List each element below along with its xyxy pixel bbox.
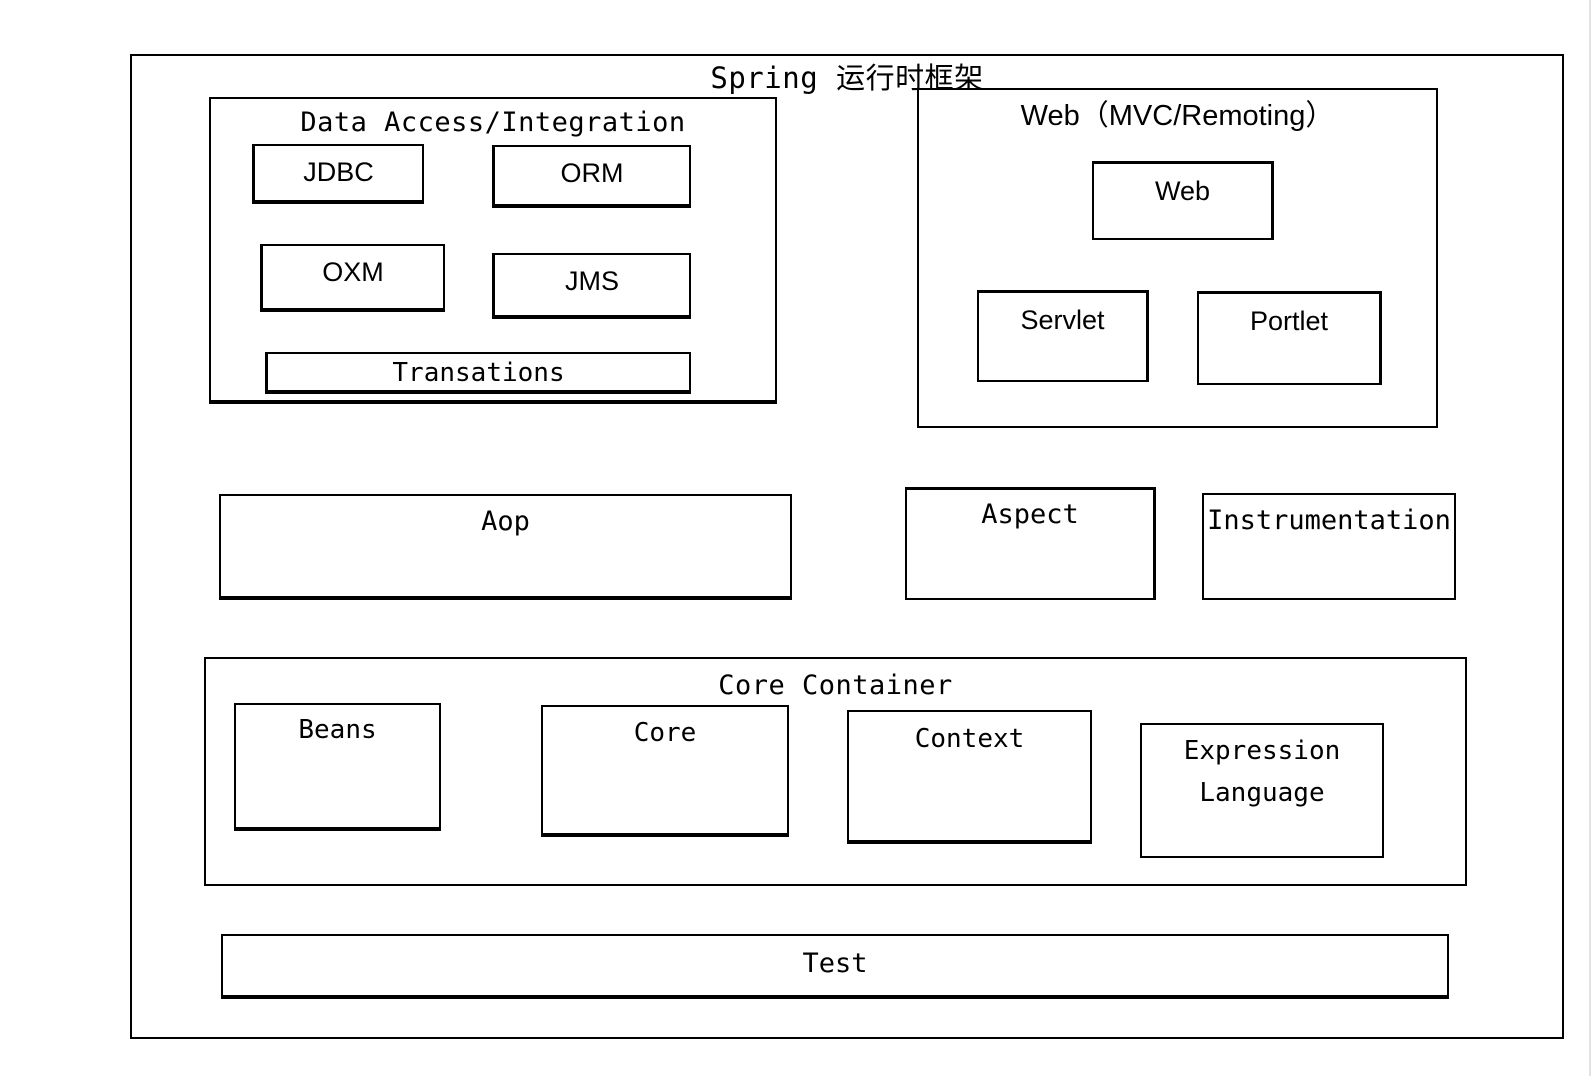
module-test[interactable]: Test xyxy=(221,934,1449,999)
module-aop[interactable]: Aop xyxy=(219,494,792,600)
module-instrumentation[interactable]: Instrumentation xyxy=(1202,493,1456,600)
module-test-label: Test xyxy=(802,948,868,979)
module-jms-label: JMS xyxy=(565,266,619,296)
module-context[interactable]: Context xyxy=(847,710,1092,844)
module-expression-language-label-line1: Expression xyxy=(1183,736,1341,766)
module-portlet[interactable]: Portlet xyxy=(1197,291,1382,385)
module-oxm[interactable]: OXM xyxy=(260,244,445,312)
module-beans[interactable]: Beans xyxy=(234,703,441,831)
module-servlet-label: Servlet xyxy=(1020,305,1105,335)
group-web: Web（MVC/Remoting） Web Servlet Portlet xyxy=(917,88,1438,428)
module-jdbc-label: JDBC xyxy=(303,157,374,187)
module-context-label: Context xyxy=(914,724,1025,754)
module-core[interactable]: Core xyxy=(541,705,789,837)
module-transactions-label: Transations xyxy=(392,358,565,388)
module-expression-language[interactable]: Expression Language xyxy=(1140,723,1384,858)
module-aop-label: Aop xyxy=(481,506,530,537)
page-edge-rule xyxy=(1589,0,1591,1076)
module-orm-label: ORM xyxy=(560,158,624,188)
group-data-access-title: Data Access/Integration xyxy=(300,107,686,138)
module-beans-label: Beans xyxy=(298,715,377,745)
spring-framework-outer-box: Spring 运行时框架 Data Access/Integration JDB… xyxy=(130,54,1564,1039)
group-data-access-integration: Data Access/Integration JDBC ORM OXM JMS… xyxy=(209,97,777,404)
module-aspect-label: Aspect xyxy=(981,499,1079,530)
group-core-container-title: Core Container xyxy=(718,670,953,701)
module-oxm-label: OXM xyxy=(322,257,384,287)
module-web[interactable]: Web xyxy=(1092,161,1274,240)
group-core-container: Core Container Beans Core Context Expres… xyxy=(204,657,1467,886)
module-transactions[interactable]: Transations xyxy=(265,352,691,394)
module-orm[interactable]: ORM xyxy=(492,145,691,208)
group-web-title: Web（MVC/Remoting） xyxy=(1020,100,1335,132)
module-expression-language-label-line2: Language xyxy=(1199,778,1325,808)
module-web-label: Web xyxy=(1154,176,1211,206)
module-jms[interactable]: JMS xyxy=(492,253,691,319)
module-servlet[interactable]: Servlet xyxy=(977,290,1149,382)
module-core-label: Core xyxy=(633,718,697,748)
module-portlet-label: Portlet xyxy=(1249,306,1329,336)
module-instrumentation-label: Instrumentation xyxy=(1207,505,1451,536)
module-aspect[interactable]: Aspect xyxy=(905,487,1156,600)
module-jdbc[interactable]: JDBC xyxy=(252,144,424,204)
